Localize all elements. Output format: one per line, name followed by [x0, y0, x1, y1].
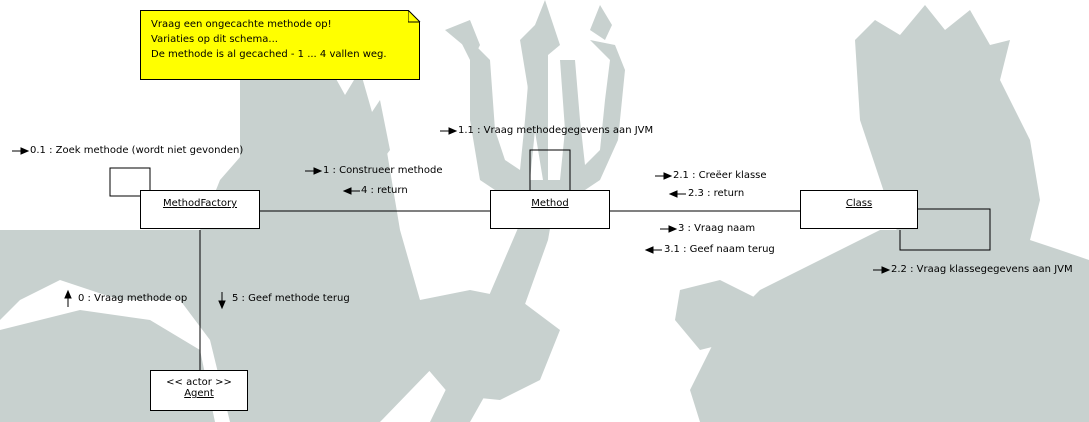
- agent-label: Agent: [184, 388, 214, 399]
- agent-actor[interactable]: << actor >> Agent: [150, 370, 248, 411]
- message-2-2: 2.2 : Vraag klassegegevens aan JVM: [891, 264, 1073, 275]
- note: Vraag een ongecachte methode op! Variati…: [140, 10, 420, 80]
- message-1-1: 1.1 : Vraag methodegegevens aan JVM: [458, 125, 654, 136]
- message-0: 0 : Vraag methode op: [78, 293, 188, 304]
- message-3: 3 : Vraag naam: [678, 223, 756, 234]
- message-2-1: 2.1 : Creëer klasse: [673, 170, 767, 181]
- actor-stereotype: << actor >>: [166, 377, 232, 388]
- message-1: 1 : Construeer methode: [323, 165, 443, 176]
- message-0-1: 0.1 : Zoek methode (wordt niet gevonden): [30, 145, 244, 156]
- class-label: Class: [845, 198, 873, 209]
- message-5: 5 : Geef methode terug: [232, 293, 350, 304]
- message-3-1: 3.1 : Geef naam terug: [664, 244, 775, 255]
- method-label: Method: [531, 198, 569, 209]
- note-fold-corner: [408, 10, 421, 23]
- message-2-3: 2.3 : return: [688, 188, 745, 199]
- note-line: Variaties op dit schema...: [151, 34, 278, 45]
- note-line: Vraag een ongecachte methode op!: [151, 19, 332, 30]
- method-object[interactable]: Method: [490, 190, 610, 229]
- method-factory-object[interactable]: MethodFactory: [140, 190, 260, 229]
- method-factory-label: MethodFactory: [162, 198, 238, 209]
- message-4: 4 : return: [361, 185, 408, 196]
- class-object[interactable]: Class: [800, 190, 918, 229]
- note-line: De methode is al gecached - 1 ... 4 vall…: [151, 49, 387, 60]
